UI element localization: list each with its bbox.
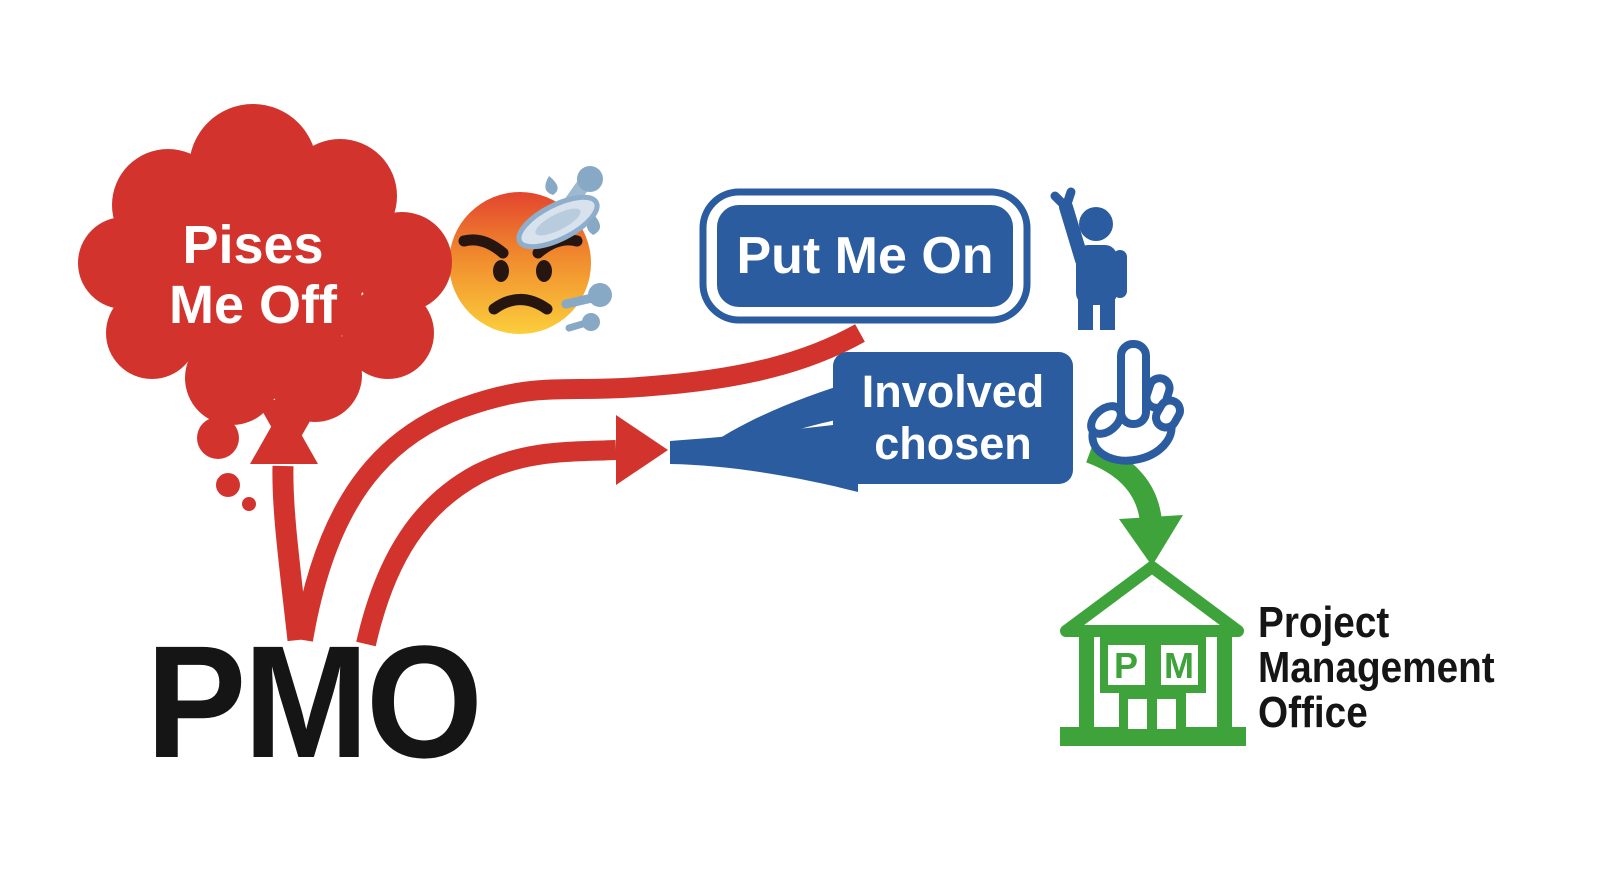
office-building-icon [1060,561,1246,746]
put-me-on-label: Put Me On [736,227,994,285]
thought-cloud [78,104,452,511]
thought-bubble-text: Pises Me Off [113,215,393,335]
involved-line-1: Involved [861,366,1045,417]
thought-line-1: Pises [182,215,324,275]
building-window-letter-p: P [1113,645,1138,686]
involved-line-2: chosen [874,418,1032,469]
involved-chosen-label: Involved chosen [833,352,1073,484]
building-window-letter-m: M [1164,645,1194,686]
angry-steam-emoji [449,166,612,334]
office-line-3: Office [1258,688,1368,737]
office-line-1: Project [1258,598,1390,647]
office-label: Project Management Office [1258,600,1495,735]
involved-chosen-box [833,352,1073,484]
steam-puffs-icon [561,283,612,332]
steam-valve-icon [516,166,603,250]
merge-lines [670,380,858,492]
office-line-2: Management [1258,643,1495,692]
pmo-acronym: PMO [146,612,483,791]
green-arrow [1085,441,1183,566]
thought-dot-large [197,417,239,459]
thought-dot-medium [216,473,240,497]
person-raising-hand-icon [1050,187,1127,330]
pointing-up-hand-icon [1087,340,1184,465]
thought-dot-small [242,497,256,511]
pm-dash [1145,661,1161,670]
cloud-tail [256,400,322,458]
put-me-on-button [699,188,1031,324]
thought-line-2: Me Off [169,275,337,335]
